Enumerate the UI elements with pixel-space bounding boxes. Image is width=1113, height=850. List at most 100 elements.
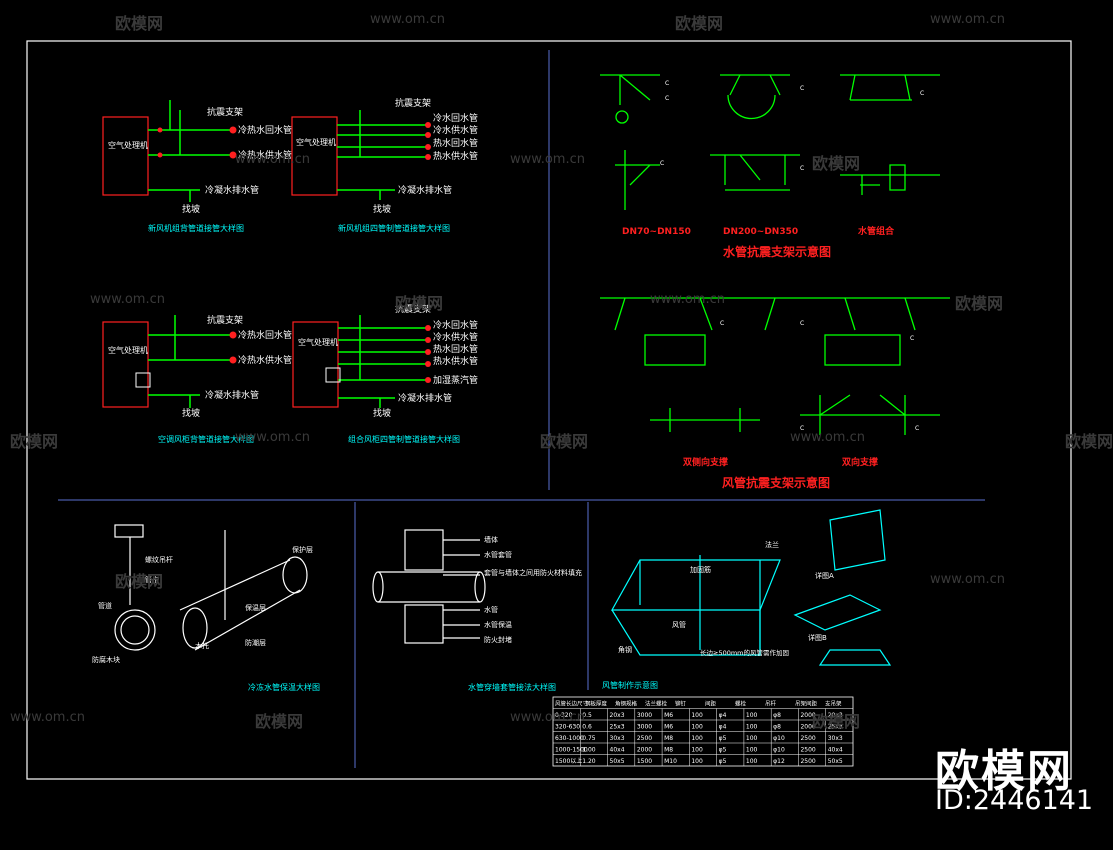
label-1: 冷水回水管 bbox=[433, 112, 478, 124]
air-handler-box bbox=[102, 116, 149, 196]
svg-text:C: C bbox=[660, 160, 664, 167]
watermark-url: www.om.cn bbox=[10, 710, 85, 725]
label-5: 详图A bbox=[815, 571, 834, 580]
table-cell: 2000 bbox=[800, 712, 815, 719]
table-cell: 0.75 bbox=[582, 735, 596, 742]
label-3: 角钢 bbox=[618, 645, 632, 654]
watermark-url: www.om.cn bbox=[510, 710, 585, 725]
table-cell: 3000 bbox=[637, 724, 652, 731]
air-handler-label: 空气处理机 bbox=[298, 337, 338, 347]
label-drain: 冷凝水排水管 bbox=[398, 392, 452, 404]
panel-ahu-2: 空气处理机 抗震支架 冷水回水管 冷水供水管 热水回水管 热水供水管 加湿蒸汽管… bbox=[292, 303, 478, 444]
label-3: 套管与墙体之间用防火材料填充 bbox=[484, 568, 582, 577]
label-return: 冷热水回水管 bbox=[238, 329, 292, 341]
label-5: 加湿蒸汽管 bbox=[433, 374, 478, 386]
label-6: 防火封堵 bbox=[484, 635, 512, 644]
table-header-cell: 钢板厚度 bbox=[585, 700, 608, 708]
watermark-url: www.om.cn bbox=[510, 152, 585, 167]
table-cell: φ8 bbox=[773, 724, 781, 731]
label-drain: 冷凝水排水管 bbox=[205, 389, 259, 401]
table-cell: 2000 bbox=[800, 724, 815, 731]
label-4: 热水供水管 bbox=[433, 150, 478, 162]
table-cell: 2500 bbox=[637, 735, 652, 742]
table-header-cell: 间距 bbox=[705, 700, 717, 708]
caption: 新风机组四管制管道接管大样图 bbox=[338, 223, 450, 233]
table-cell: φ5 bbox=[719, 747, 727, 754]
label-slope: 找坡 bbox=[373, 407, 391, 419]
caption: 新风机组背管道接管大样图 bbox=[148, 223, 244, 233]
watermark-brand: 欧模网 bbox=[1065, 432, 1113, 451]
caption: 风管制作示意图 bbox=[602, 680, 658, 690]
watermark-url: www.om.cn bbox=[930, 12, 1005, 27]
table-cell: M6 bbox=[664, 724, 673, 731]
label-4: 热水供水管 bbox=[433, 355, 478, 367]
table-cell: 40x4 bbox=[828, 747, 843, 754]
table-header-cell: 角钢规格 bbox=[615, 700, 638, 708]
table-cell: 100 bbox=[691, 735, 703, 742]
label-3: 热水回水管 bbox=[433, 343, 478, 355]
label-7: 保护层 bbox=[292, 545, 313, 554]
table-cell: 100 bbox=[691, 758, 703, 765]
label-slope: 找坡 bbox=[182, 203, 200, 215]
table-cell: 30x3 bbox=[610, 735, 625, 742]
label-slope: 找坡 bbox=[182, 407, 200, 419]
table-cell: 0-320 bbox=[555, 712, 573, 719]
svg-text:C: C bbox=[665, 80, 669, 87]
table-cell: 30x3 bbox=[828, 735, 843, 742]
sub-label-2: DN200~DN350 bbox=[723, 227, 798, 237]
table-cell: φ5 bbox=[719, 735, 727, 742]
caption: 冷冻水管保温大样图 bbox=[248, 682, 320, 692]
svg-text:C: C bbox=[910, 335, 914, 342]
table-cell: M10 bbox=[664, 758, 677, 765]
svg-text:C: C bbox=[800, 425, 804, 432]
watermark-brand: 欧模网 bbox=[955, 294, 1004, 313]
label-1: 冷水回水管 bbox=[433, 319, 478, 331]
label-supply: 冷热水供水管 bbox=[238, 149, 292, 161]
watermark-url: www.om.cn bbox=[930, 572, 1005, 587]
label-2: 冷水供水管 bbox=[433, 124, 478, 136]
svg-text:C: C bbox=[720, 320, 724, 327]
table-cell: 320-630 bbox=[555, 724, 580, 731]
table-cell: 630-1000 bbox=[555, 735, 584, 742]
table-header-cell: 吊杆 bbox=[765, 700, 777, 708]
note: 长边≥500mm的风管需作加固 bbox=[700, 648, 789, 657]
label-seismic: 抗震支架 bbox=[207, 106, 243, 118]
table-header-cell: 风管长边尺寸 bbox=[555, 700, 589, 708]
table-cell: M8 bbox=[664, 735, 673, 742]
svg-text:C: C bbox=[800, 165, 804, 172]
table-cell: 100 bbox=[746, 712, 758, 719]
panel-fresh-air-1: 空气处理机 抗震支架 冷热水回水管 冷热水供水管 冷凝水排水管 找坡 新风机组背… bbox=[102, 100, 292, 233]
watermark-brand: 欧模网 bbox=[812, 154, 861, 173]
table-cell: 2000 bbox=[637, 747, 652, 754]
table-header-cell: 支吊架 bbox=[825, 700, 842, 708]
label-slope: 找坡 bbox=[373, 203, 391, 215]
table-cell: φ5 bbox=[719, 758, 727, 765]
label-8: 木托 bbox=[195, 641, 209, 650]
table-cell: 100 bbox=[691, 712, 703, 719]
label-4: 水管 bbox=[484, 605, 498, 614]
table-cell: 0.6 bbox=[582, 724, 592, 731]
sub-label-3: 水管组合 bbox=[858, 225, 895, 237]
watermark-url: www.om.cn bbox=[370, 12, 445, 27]
table-cell: 40x4 bbox=[610, 747, 625, 754]
table-cell: 100 bbox=[746, 747, 758, 754]
caption: 水管穿墙套管接法大样图 bbox=[468, 682, 556, 692]
panel-fresh-air-2: 空气处理机 抗震支架 冷水回水管 冷水供水管 热水回水管 热水供水管 冷凝水排水… bbox=[291, 97, 478, 233]
label-2: 水管套管 bbox=[484, 550, 512, 559]
watermark-logo-text: 欧模网 bbox=[935, 746, 1073, 797]
label-6: 防潮层 bbox=[245, 638, 266, 647]
table-cell: 2500 bbox=[800, 758, 815, 765]
table-cell: 1.20 bbox=[582, 758, 596, 765]
label-3: 保温层 bbox=[245, 603, 266, 612]
label-supply: 冷热水供水管 bbox=[238, 354, 292, 366]
sub-label-1: 双侧向支撑 bbox=[683, 456, 728, 468]
table-cell: 0.5 bbox=[582, 712, 592, 719]
label-2: 管卡 bbox=[145, 575, 159, 584]
air-handler-box bbox=[292, 321, 339, 408]
watermark-url: www.om.cn bbox=[235, 152, 310, 167]
watermark-brand: 欧模网 bbox=[540, 432, 589, 451]
table-cell: 100 bbox=[746, 724, 758, 731]
watermark-url: www.om.cn bbox=[90, 292, 165, 307]
